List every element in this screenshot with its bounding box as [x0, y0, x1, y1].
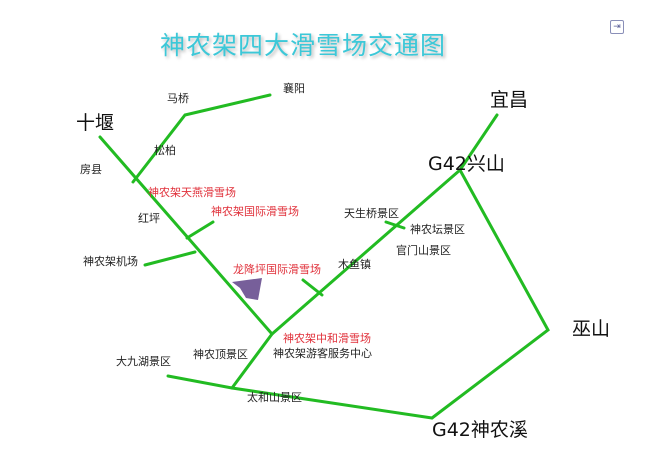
road-longjiangping	[301, 278, 324, 297]
map-title: 神农架四大滑雪场交通图	[160, 31, 447, 60]
road-shennongxi-wushan-xingshan	[430, 168, 550, 420]
resort-tianyan: 神农架天燕滑雪场	[148, 186, 236, 199]
place-shennongding: 神农顶景区	[193, 348, 248, 361]
place-muyu: 木鱼镇	[338, 258, 371, 271]
place-wushan: 巫山	[572, 318, 611, 340]
place-maqiao: 马桥	[167, 92, 189, 105]
resort-zhonghe: 神农架中和滑雪场	[283, 332, 371, 345]
place-tianshengqiao: 天生桥景区	[344, 207, 399, 220]
place-guanmenshan: 官门山景区	[396, 244, 451, 257]
place-xingshan: G42兴山	[428, 153, 505, 175]
road-tianshengqiao	[384, 220, 406, 230]
place-shennongtan: 神农坛景区	[410, 223, 465, 236]
place-shiyan: 十堰	[76, 112, 115, 134]
road-songbai-xiangyang	[131, 93, 272, 184]
road-dajiuhu	[166, 374, 234, 390]
place-dajiuhu: 大九湖景区	[116, 355, 171, 368]
road-node-taiheshan	[230, 332, 274, 390]
place-airport: 神农架机场	[83, 255, 138, 268]
place-songbai: 松柏	[154, 144, 176, 157]
watermark-logo	[232, 278, 262, 300]
place-fangxian: 房县	[80, 163, 102, 176]
place-yichang: 宜昌	[490, 89, 529, 111]
place-taiheshan: 太和山景区	[247, 391, 302, 404]
exit-icon[interactable]: ⇥	[610, 20, 624, 34]
place-shennongxi: G42神农溪	[432, 419, 528, 441]
road-shiyan-muyu	[98, 135, 274, 336]
road-taiheshan-shennongxi	[230, 386, 434, 420]
place-visitor-center: 神农架游客服务中心	[273, 347, 372, 360]
place-xiangyang: 襄阳	[283, 82, 305, 95]
road-airport	[143, 250, 197, 267]
resort-longjiangping: 龙降坪国际滑雪场	[233, 263, 321, 276]
place-hongping: 红坪	[138, 212, 160, 225]
road-hongping-guoji	[185, 220, 215, 240]
resort-guoji: 神农架国际滑雪场	[211, 205, 299, 218]
